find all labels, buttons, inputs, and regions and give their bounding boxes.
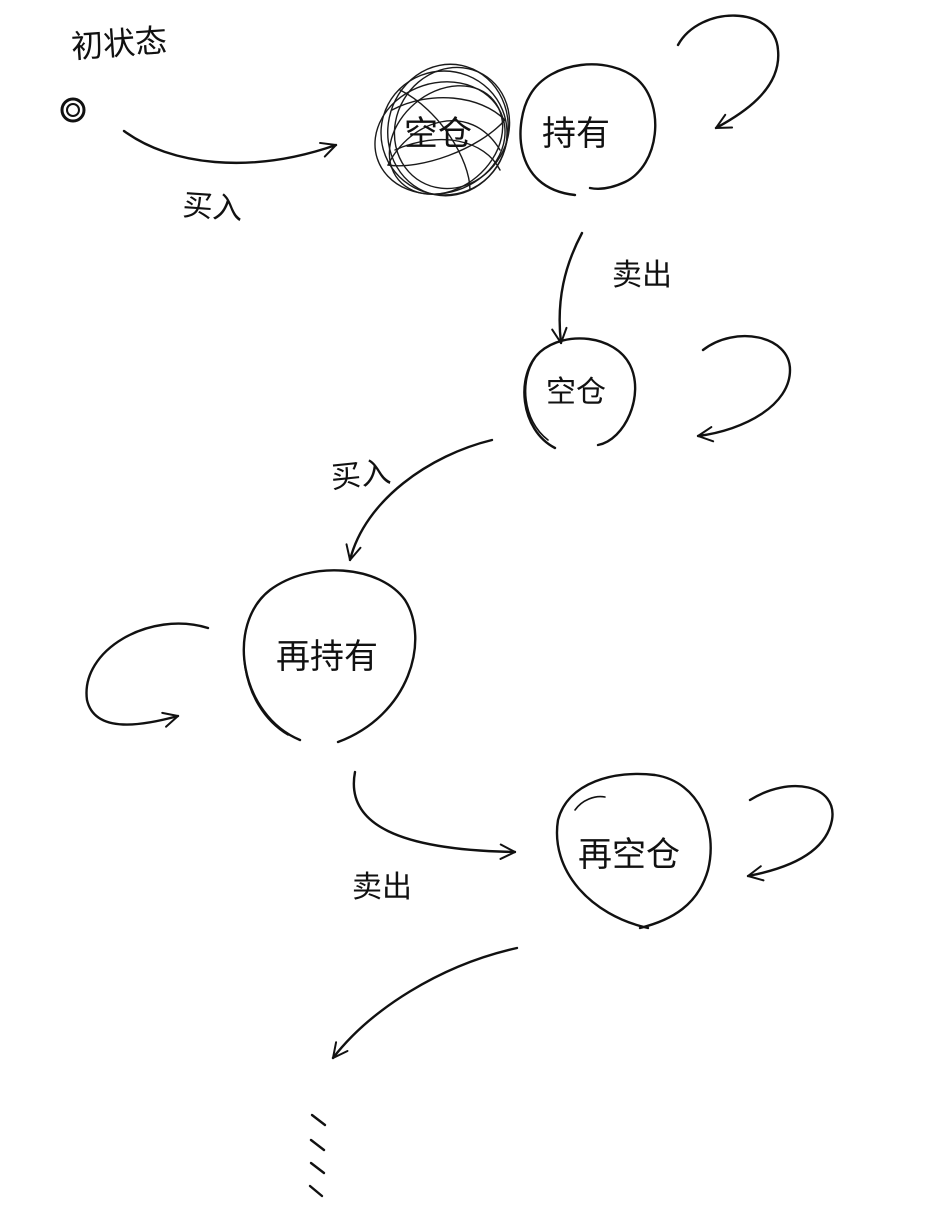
arrow-initial-to-empty: [122, 129, 338, 164]
self-loop-holding: [676, 14, 780, 130]
state-holding-label: 持有: [542, 114, 610, 154]
state-reholding-label: 再持有: [276, 637, 378, 677]
label-sell-2: 卖出: [352, 870, 412, 905]
continuation-text: ⋯: [0, 0, 1, 1]
arrow-reholding-to-reempty: [352, 770, 517, 860]
self-loop-reempty: [746, 785, 834, 882]
state-reholding: 再持有: [242, 569, 417, 744]
initial-state-marker: [60, 97, 86, 123]
self-loop-reholding: [85, 622, 210, 728]
arrow-reempty-to-next: [331, 946, 519, 1060]
state-empty-initial-label: 空仓: [404, 114, 472, 154]
continuation-marks: ⋯: [0, 0, 327, 1198]
label-sell-1: 卖出: [612, 258, 672, 293]
state-reempty-label: 再空仓: [578, 835, 680, 875]
arrow-empty-to-reholding: [345, 438, 494, 562]
state-empty-initial: 空仓: [374, 63, 511, 197]
state-holding: 持有: [519, 63, 657, 197]
arrow-holding-to-empty: [551, 231, 584, 345]
state-empty-label: 空仓: [546, 375, 606, 410]
label-buy-2: 买入: [329, 455, 392, 496]
state-empty: 空仓: [523, 337, 637, 450]
label-buy-1: 买入: [181, 188, 243, 227]
state-reempty: 再空仓: [555, 772, 712, 930]
self-loop-empty: [696, 335, 792, 443]
diagram-title: 初状态: [70, 21, 168, 66]
